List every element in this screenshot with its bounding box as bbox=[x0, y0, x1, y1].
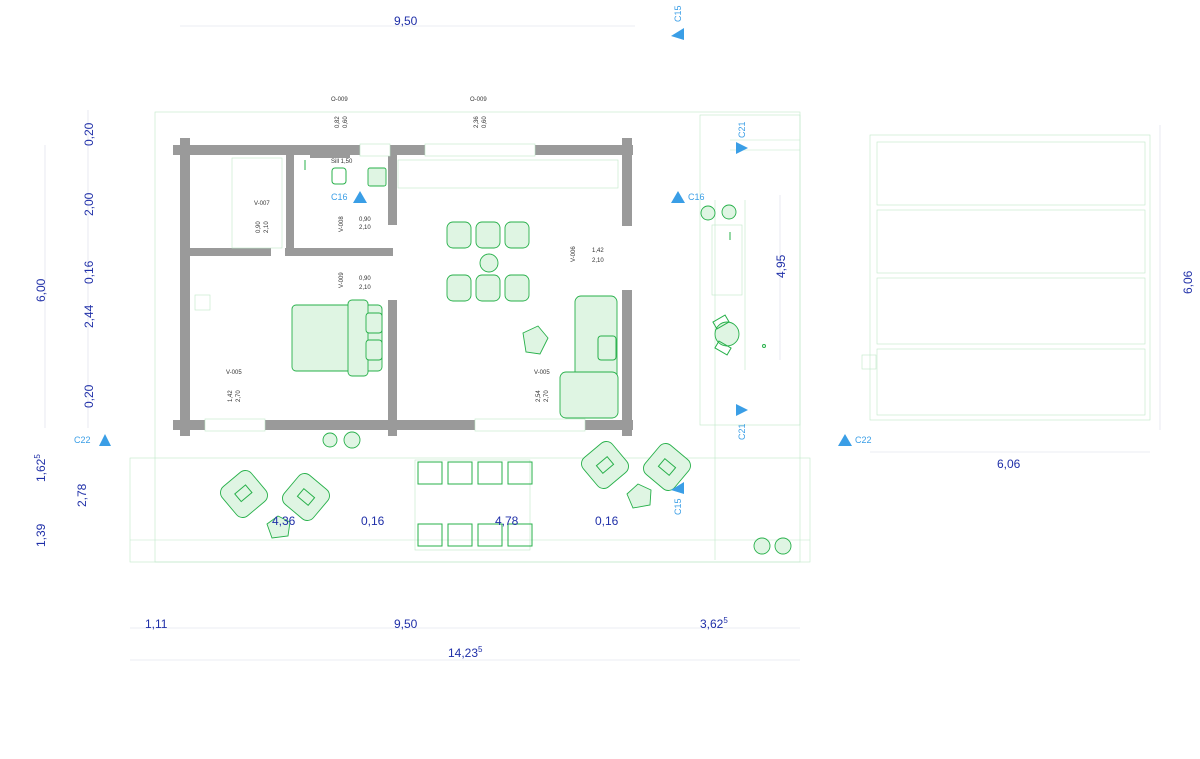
plants bbox=[322, 204, 792, 555]
c15-bottom-label: C15 bbox=[673, 498, 683, 515]
left-terrace-outer-value: 1,62 bbox=[34, 458, 48, 482]
left-terrace-outer-dim: 1,625 bbox=[33, 454, 48, 482]
left-terrace-outer-sup: 5 bbox=[33, 454, 42, 459]
terrace-dim-a: 4,36 bbox=[272, 514, 296, 528]
v006-width: 1,42 bbox=[592, 248, 604, 254]
o009-a-height: 0,60 bbox=[343, 116, 349, 128]
bottom-dim-c: 3,625 bbox=[700, 616, 728, 631]
v005-b-height: 2,70 bbox=[544, 390, 550, 402]
v006-height: 2,10 bbox=[592, 258, 604, 264]
left-terrace-inner-dim: 2,78 bbox=[75, 483, 89, 507]
v005-b-tag: V-005 bbox=[534, 370, 550, 376]
v005-b-width: 2,54 bbox=[536, 390, 542, 402]
c21-top-marker bbox=[736, 142, 748, 154]
v006-tag: V-006 bbox=[571, 246, 577, 262]
top-width-dim: 9,50 bbox=[394, 14, 418, 28]
site-outline bbox=[129, 111, 811, 563]
annex-width-dim: 6,06 bbox=[997, 457, 1021, 471]
o009-b-height: 0,60 bbox=[482, 116, 488, 128]
v007-tag: V-007 bbox=[254, 201, 270, 207]
c15-top-marker bbox=[671, 28, 684, 40]
v008-tag: V-008 bbox=[339, 216, 345, 232]
dimension-lines bbox=[44, 25, 1161, 661]
c21-bottom-label: C21 bbox=[737, 423, 747, 440]
v007-height: 2,10 bbox=[264, 221, 270, 233]
bottom-dim-c-sup: 5 bbox=[723, 616, 728, 625]
c21-bottom-marker bbox=[736, 404, 748, 416]
deck-stairs bbox=[711, 224, 766, 348]
v009-width: 0,90 bbox=[359, 276, 371, 282]
c22-right-marker bbox=[838, 434, 852, 446]
terrace-furniture bbox=[220, 314, 740, 547]
left-dim-2: 0,16 bbox=[82, 260, 96, 284]
o009-a-tag: O-009 bbox=[331, 97, 348, 103]
c16-right-label: C16 bbox=[688, 192, 705, 202]
left-dim-3: 2,44 bbox=[82, 304, 96, 328]
annex-height-dim: 6,06 bbox=[1181, 270, 1195, 294]
side-height-dim: 4,95 bbox=[774, 254, 788, 278]
bottom-dim-c-value: 3,62 bbox=[700, 617, 724, 631]
terrace-dim-c: 4,78 bbox=[495, 514, 519, 528]
annex-building bbox=[861, 134, 1151, 421]
v008-width: 0,90 bbox=[359, 217, 371, 223]
o009-a-width: 0,82 bbox=[335, 116, 341, 128]
v009-height: 2,10 bbox=[359, 285, 371, 291]
left-dim-0: 0,20 bbox=[82, 122, 96, 146]
bottom-total-sup: 5 bbox=[478, 645, 483, 654]
v005-a-tag: V-005 bbox=[226, 370, 242, 376]
v008-height: 2,10 bbox=[359, 225, 371, 231]
section-markers bbox=[99, 28, 852, 494]
c16-left-marker bbox=[353, 191, 367, 203]
c15-top-label: C15 bbox=[673, 5, 683, 22]
left-bottom-dim: 1,39 bbox=[34, 523, 48, 547]
sill-label: Sill 1,50 bbox=[331, 159, 353, 165]
bottom-dim-b: 9,50 bbox=[394, 617, 418, 631]
terrace-dim-d: 0,16 bbox=[595, 514, 619, 528]
c15-bottom-marker bbox=[671, 482, 684, 494]
c16-right-marker bbox=[671, 191, 685, 203]
v009-tag: V-009 bbox=[339, 272, 345, 288]
c22-right-label: C22 bbox=[855, 435, 872, 445]
v005-a-width: 1,42 bbox=[228, 390, 234, 402]
bottom-dim-a: 1,11 bbox=[145, 617, 168, 631]
c22-left-label: C22 bbox=[74, 435, 91, 445]
bed bbox=[291, 299, 383, 377]
o009-b-width: 2,36 bbox=[474, 116, 480, 128]
terrace-dim-b: 0,16 bbox=[361, 514, 385, 528]
section-labels: C15 C16 C16 C21 C21 C22 C22 C15 bbox=[74, 5, 872, 515]
v007-width: 0,90 bbox=[256, 221, 262, 233]
house-walls bbox=[173, 138, 633, 436]
left-dim-4: 0,20 bbox=[82, 384, 96, 408]
bottom-total-value: 14,23 bbox=[448, 646, 478, 660]
sofa bbox=[522, 295, 619, 419]
left-total-dim: 6,00 bbox=[34, 278, 48, 302]
svg-text:1,625: 1,625 bbox=[33, 454, 48, 482]
interior-fixtures bbox=[194, 157, 619, 311]
c21-top-label: C21 bbox=[737, 121, 747, 138]
left-dim-1: 2,00 bbox=[82, 192, 96, 216]
bottom-total-dim: 14,235 bbox=[448, 645, 483, 660]
dimension-values: 9,50 0,20 2,00 0,16 2,44 0,20 6,00 1,625… bbox=[33, 14, 1195, 660]
c16-left-label: C16 bbox=[331, 192, 348, 202]
dining-set bbox=[446, 221, 530, 302]
c22-left-marker bbox=[99, 434, 111, 446]
o009-b-tag: O-009 bbox=[470, 97, 487, 103]
opening-tags: O-009 0,82 0,60 O-009 2,36 0,60 Sill 1,5… bbox=[226, 97, 604, 402]
v005-a-height: 2,70 bbox=[236, 390, 242, 402]
